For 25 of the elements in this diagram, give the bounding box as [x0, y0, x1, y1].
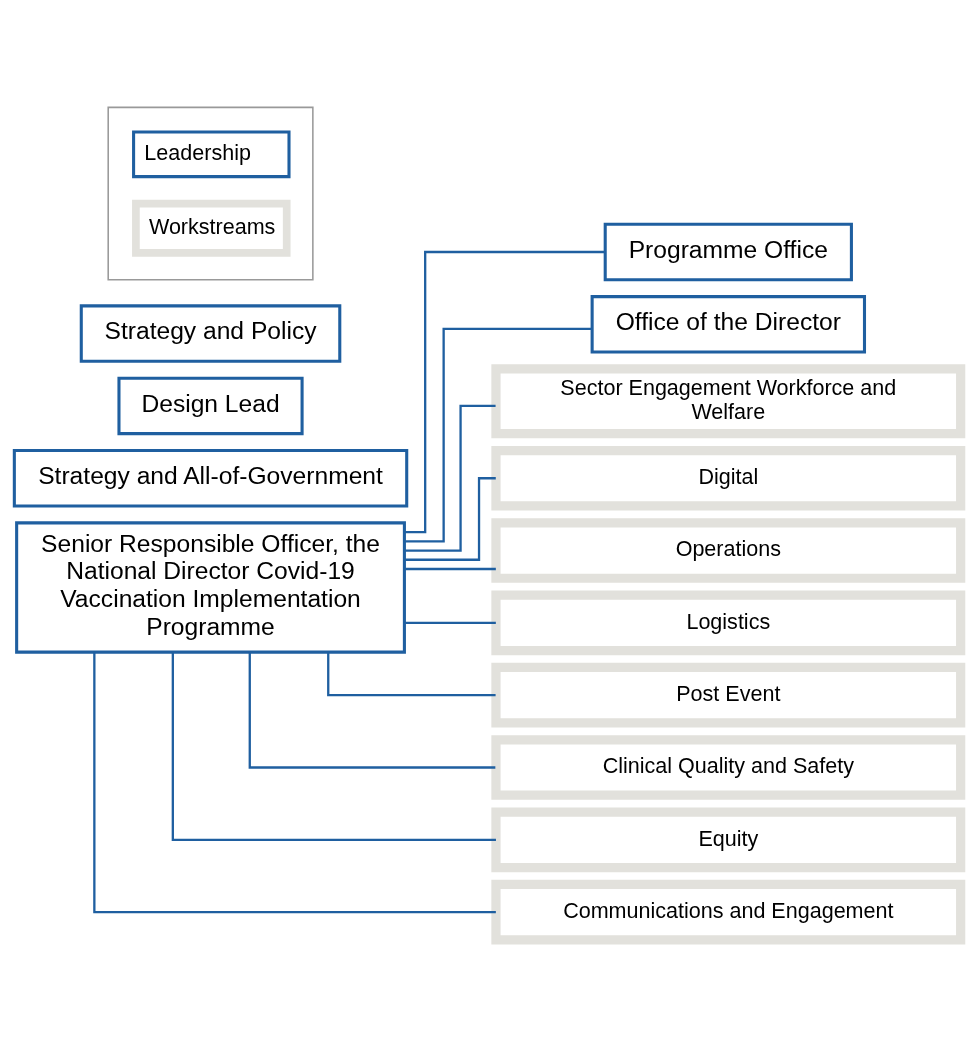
connector [404, 250, 605, 533]
node-box: Post Event [491, 662, 966, 727]
connector [327, 652, 496, 696]
node-box: Senior Responsible Officer, the National Director Covid-19 Vaccination Implementation Programme [15, 520, 406, 654]
node-box: Sector Engagement Workforce and Welfare [491, 363, 966, 438]
connector [93, 651, 496, 913]
node-box: Digital [491, 445, 966, 511]
node-box: Clinical Quality and Safety [491, 734, 966, 800]
connector [404, 621, 496, 624]
node-box: Office of the Director [590, 294, 867, 354]
node-box: Equity [491, 807, 966, 872]
legend-label: Leadership [144, 140, 251, 165]
connector [404, 404, 496, 552]
connector [248, 651, 496, 769]
legend-label: Workstreams [148, 214, 276, 239]
connector [404, 327, 592, 542]
connector [404, 567, 496, 570]
connector [171, 651, 496, 841]
node-box: Strategy and Policy [79, 303, 342, 363]
node-box: Design Lead [117, 376, 304, 435]
node-box: Programme Office [603, 222, 853, 281]
node-box: Logistics [491, 590, 966, 655]
node-box: Strategy and All-of-Government [12, 448, 409, 507]
node-box: Operations [491, 517, 966, 583]
node-box: Communications and Engagement [491, 879, 966, 944]
